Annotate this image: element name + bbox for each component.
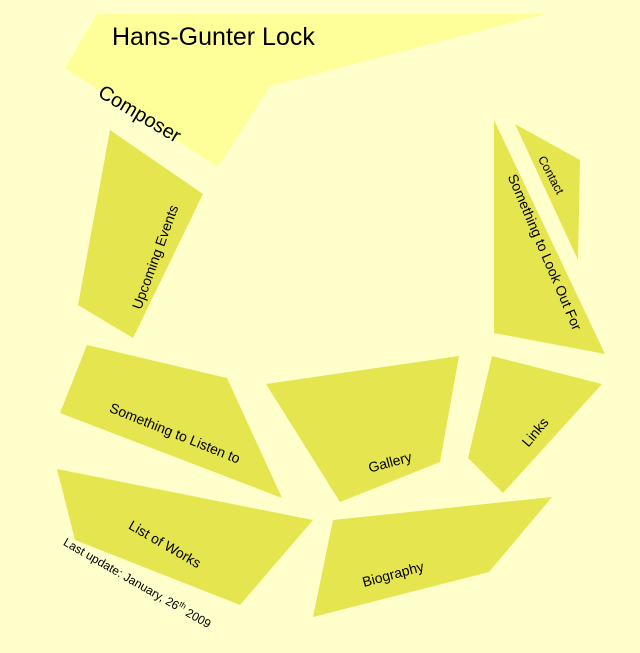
links-shape[interactable]	[468, 356, 602, 493]
biography-shape[interactable]	[313, 497, 552, 617]
list-of-works-shape[interactable]	[57, 469, 313, 605]
header-banner-shape	[65, 14, 545, 167]
something-to-look-out-for-shape[interactable]	[494, 120, 605, 354]
contact-shape[interactable]	[515, 124, 580, 260]
gallery-shape[interactable]	[266, 356, 459, 502]
page-title: Hans-Gunter Lock	[112, 23, 315, 51]
something-to-listen-to-shape[interactable]	[60, 345, 282, 498]
upcoming-events-shape[interactable]	[78, 130, 203, 338]
